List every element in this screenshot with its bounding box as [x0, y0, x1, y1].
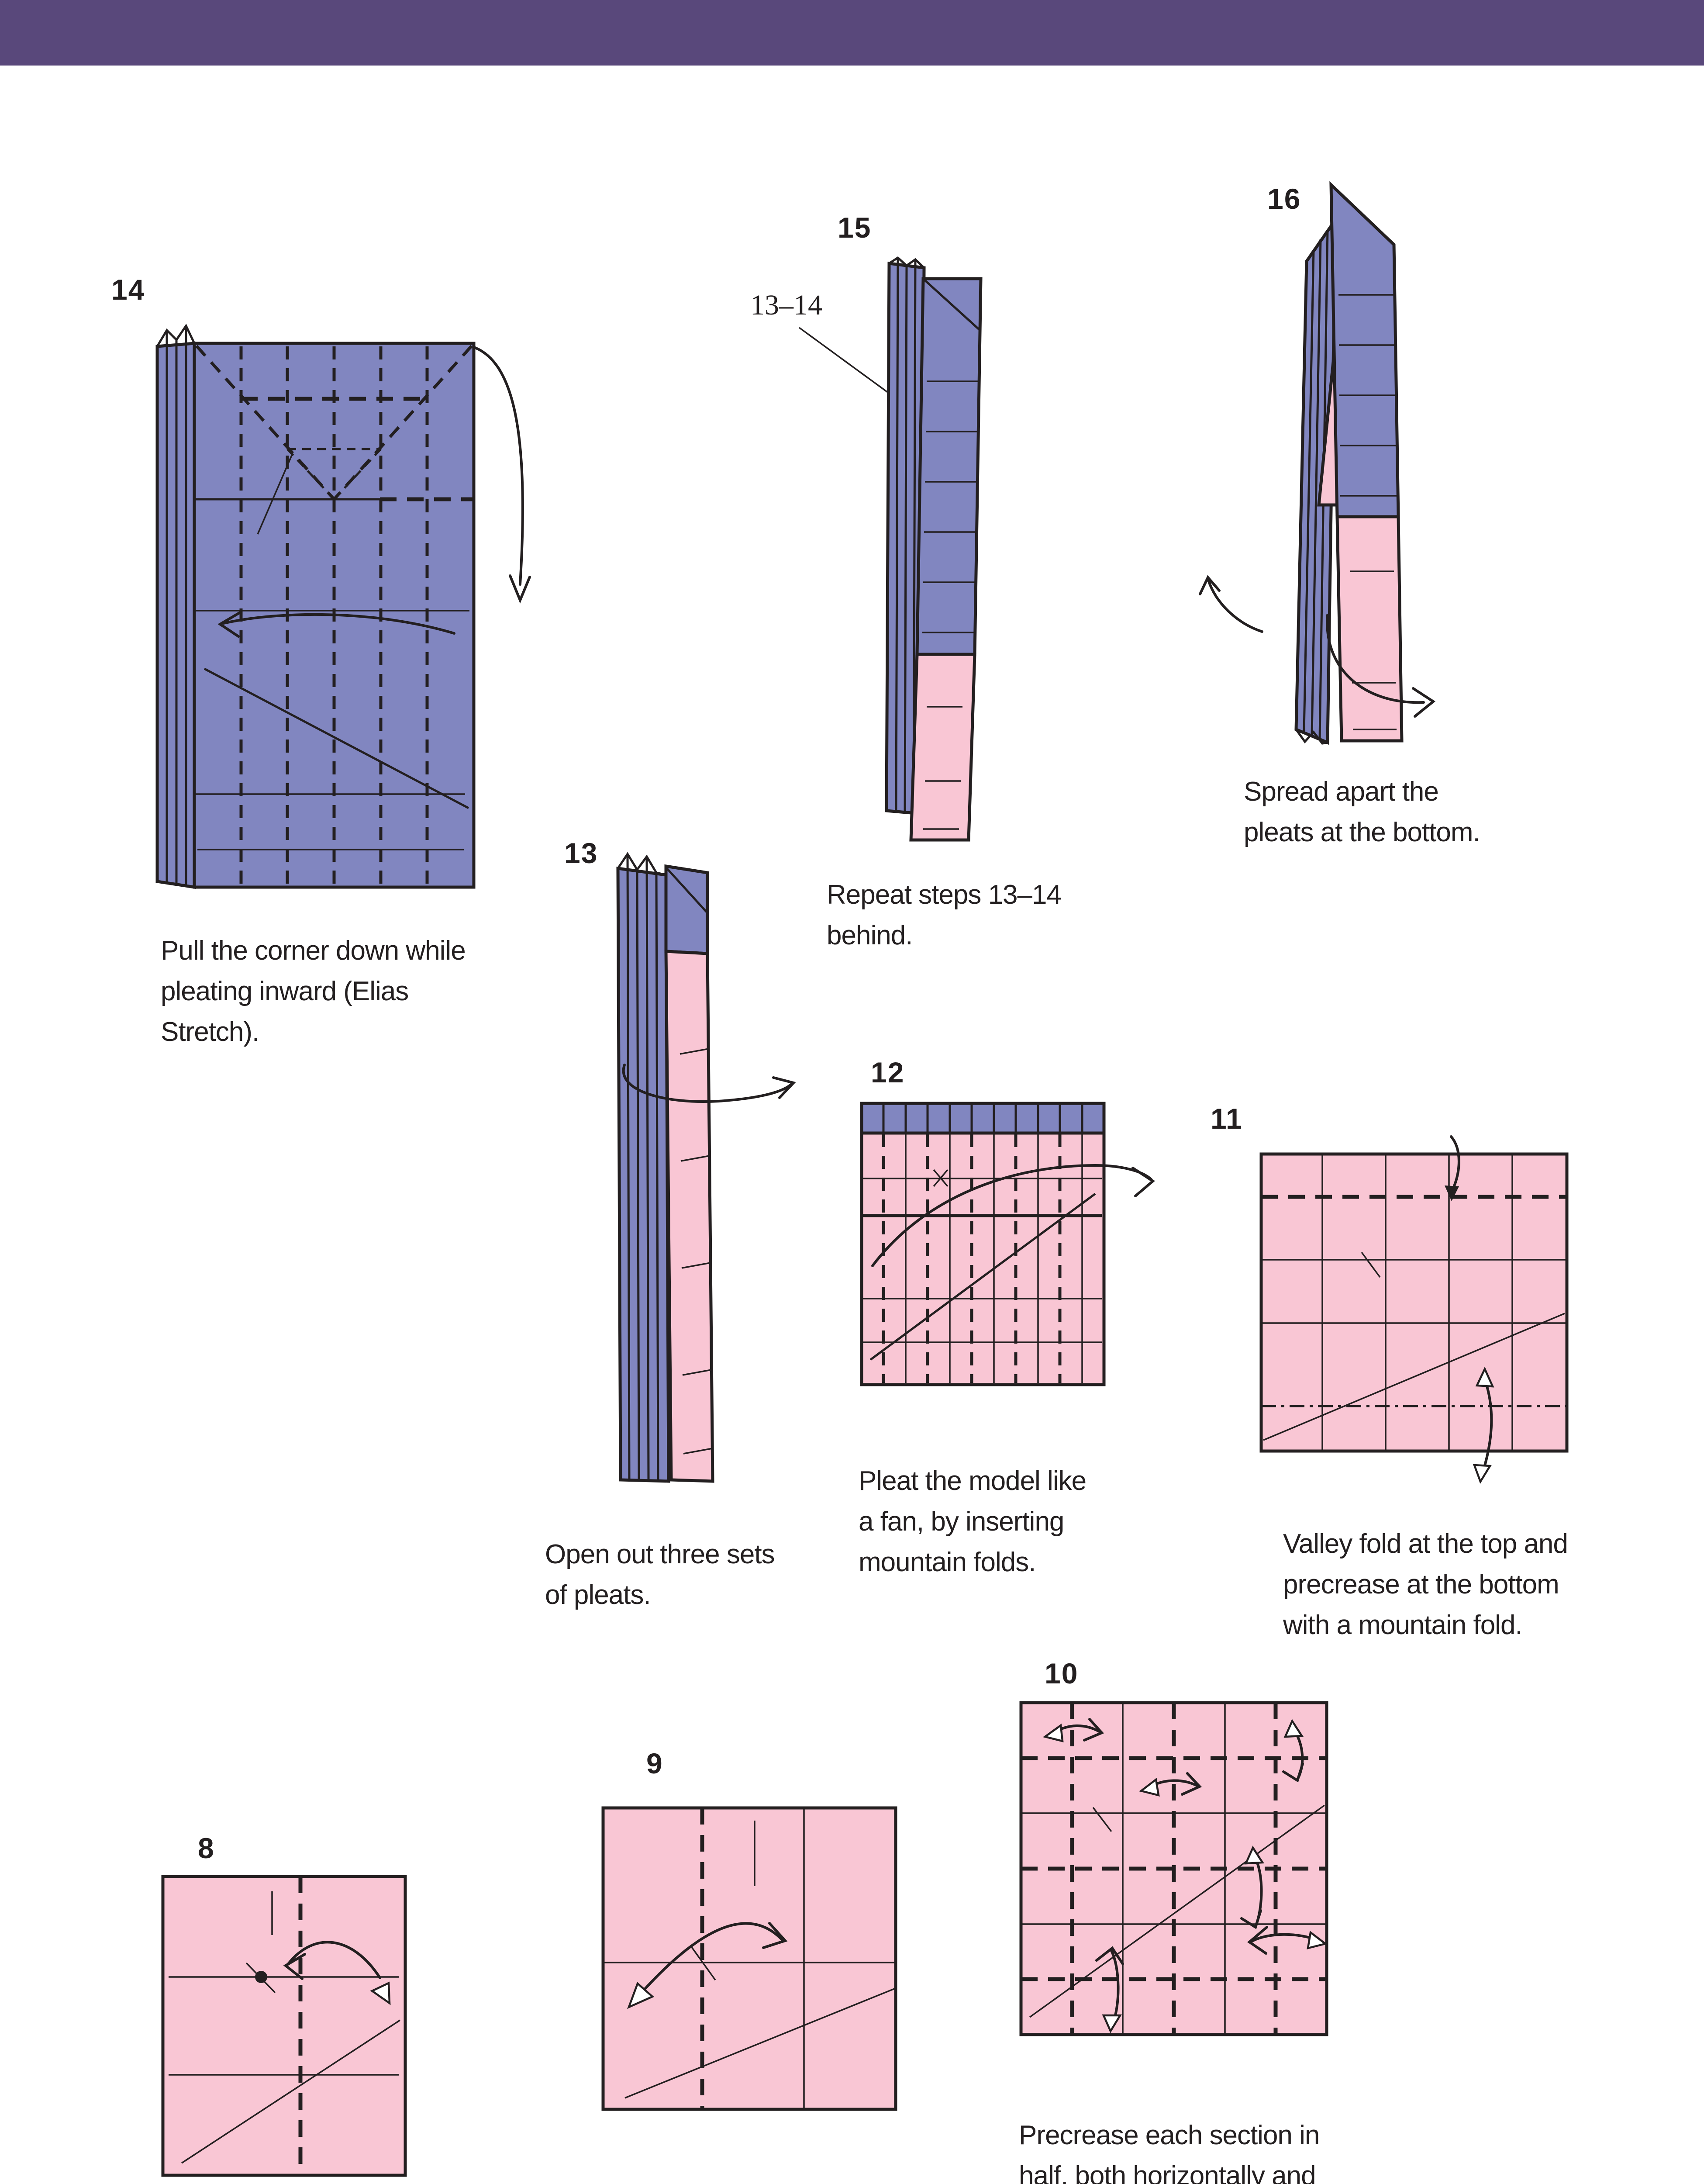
header-bar: [0, 0, 1704, 66]
paper-strip-top: [915, 277, 983, 656]
paper-sheet: [161, 1875, 407, 2177]
valley-crease-v: [195, 345, 473, 501]
step-15-number: 15: [838, 211, 872, 244]
step-16-caption: Spread apart the pleats at the bottom.: [1244, 777, 1480, 847]
fan-pleat-arrow-icon: [871, 1164, 1152, 1267]
step-15-diagram: [885, 256, 983, 842]
diagonal-crease: [624, 1988, 895, 2099]
step-9-diagram: [601, 1806, 897, 2111]
step-11-diagram: [1259, 1135, 1569, 1484]
tick-mark: [1092, 1807, 1112, 1832]
step-16-number: 16: [1267, 183, 1301, 215]
step-10-number: 10: [1045, 1657, 1079, 1690]
paper-sheet: [860, 1131, 1106, 1386]
pleat-stack: [616, 866, 670, 1483]
open-pleats-arrow-icon: [622, 1064, 792, 1103]
diagonal-crease: [204, 667, 469, 809]
step-10-caption: Precrease each section in half, both hor…: [1019, 2120, 1320, 2184]
step-16-diagram: [1199, 181, 1436, 745]
leader-line: [798, 327, 900, 402]
spread-arrow-up-icon: [1207, 579, 1263, 633]
tick-mark: [245, 1962, 276, 1994]
step-13-number: 13: [564, 837, 598, 869]
valley-fold-arrow-icon: [1450, 1135, 1460, 1189]
paper-strip-bottom: [1335, 515, 1404, 743]
step-15-caption: Repeat steps 13–14 behind.: [827, 880, 1062, 950]
paper-sheet: [1259, 1152, 1569, 1453]
paper-strip-top: [1329, 181, 1400, 518]
spread-arrow-right-icon: [1326, 614, 1425, 704]
paper-strip-bottom: [664, 950, 714, 1483]
step-8-diagram: [161, 1875, 407, 2177]
step-14-number: 14: [111, 273, 145, 306]
diagonal-crease: [869, 1192, 1096, 1361]
step-8-number: 8: [198, 1832, 215, 1864]
step-14-diagram: [155, 324, 531, 889]
paper-sheet: [601, 1806, 897, 2111]
unfold-left-arrow-icon: [222, 613, 455, 635]
paper-strip-bottom: [909, 653, 976, 842]
purple-band: [860, 1102, 1106, 1135]
step-12-number: 12: [871, 1056, 905, 1089]
step-13-diagram: [616, 852, 796, 1483]
step-12-caption: Pleat the model like a fan, by inserting…: [859, 1466, 1087, 1577]
step-15-range-label: 13–14: [750, 289, 822, 321]
step-10-diagram: [1019, 1701, 1328, 2036]
precrease-arrow-icon: [287, 1941, 381, 1979]
precrease-arrow-icon: [640, 1922, 783, 1994]
step-12-diagram: [860, 1102, 1156, 1386]
tick-mark: [1361, 1251, 1381, 1278]
intersection-dot: [255, 1971, 267, 1983]
step-13-caption: Open out three sets of pleats.: [545, 1539, 775, 1610]
precrease-arrow-icon: [1481, 1375, 1493, 1474]
diagonal-crease: [181, 2019, 400, 2164]
step-14-caption: Pull the corner down while pleating inwa…: [161, 936, 466, 1047]
step-9-number: 9: [646, 1747, 663, 1780]
step-11-caption: Valley fold at the top and precrease at …: [1283, 1529, 1568, 1640]
x-mark: [933, 1169, 949, 1187]
paper-strip-top: [664, 864, 709, 955]
tick-mark: [691, 1946, 716, 1981]
diagonal-crease: [1263, 1313, 1565, 1441]
step-9-caption: Precrease the left section in half.: [604, 2176, 899, 2184]
step-11-number: 11: [1211, 1102, 1243, 1135]
diagonal-crease: [1029, 1804, 1325, 2018]
pull-down-arrow-icon: [474, 346, 524, 586]
